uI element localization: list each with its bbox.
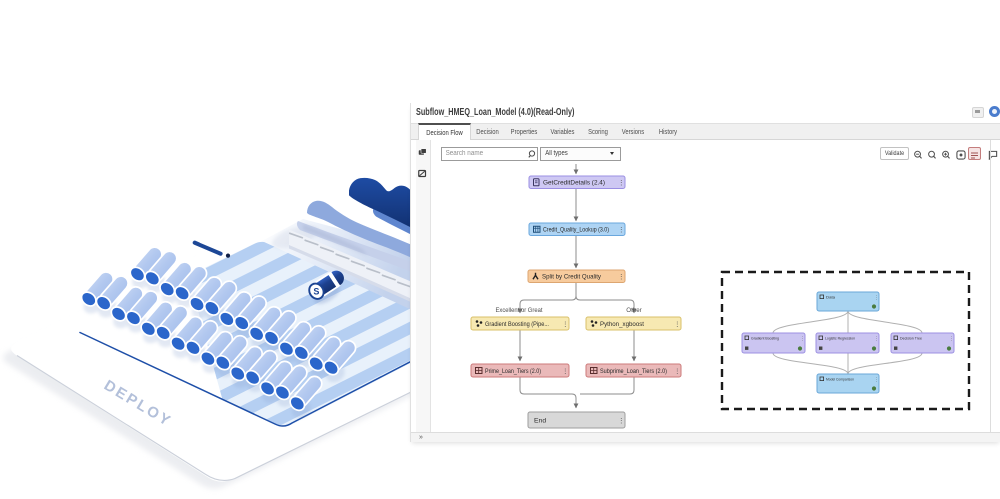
svg-text:⋮: ⋮ <box>618 227 625 234</box>
svg-text:⋮: ⋮ <box>618 418 625 425</box>
svg-text:Data: Data <box>826 295 836 300</box>
svg-text:⋮: ⋮ <box>674 368 681 375</box>
svg-text:⋮: ⋮ <box>874 377 879 383</box>
svg-text:Excellent or Great: Excellent or Great <box>496 307 543 314</box>
svg-text:Prime_Loan_Tiers (2.0): Prime_Loan_Tiers (2.0) <box>485 368 541 375</box>
svg-text:⋮: ⋮ <box>618 180 625 187</box>
svg-text:Credit_Quality_Lookup (3.0): Credit_Quality_Lookup (3.0) <box>543 227 609 234</box>
svg-text:⋮: ⋮ <box>800 336 805 342</box>
svg-text:Model Comparison: Model Comparison <box>826 377 854 382</box>
svg-text:⋮: ⋮ <box>618 274 625 281</box>
svg-text:⋮: ⋮ <box>562 368 569 375</box>
svg-text:Python_xgboost: Python_xgboost <box>600 321 644 328</box>
svg-text:Gradient Boosting (Pipe...: Gradient Boosting (Pipe... <box>485 321 549 328</box>
svg-text:Gradient Boosting: Gradient Boosting <box>751 336 779 341</box>
svg-text:End: End <box>534 418 546 425</box>
svg-text:GetCreditDetails (2.4): GetCreditDetails (2.4) <box>543 180 605 187</box>
svg-text:⋮: ⋮ <box>949 336 954 342</box>
svg-text:Other: Other <box>626 307 641 314</box>
svg-text:Subprime_Loan_Tiers (2.0): Subprime_Loan_Tiers (2.0) <box>600 368 667 375</box>
svg-text:⋮: ⋮ <box>562 321 569 328</box>
svg-text:⋮: ⋮ <box>874 295 879 301</box>
svg-text:Decision Tree: Decision Tree <box>900 336 923 341</box>
svg-text:S: S <box>313 286 319 296</box>
svg-text:Split by Credit Quality: Split by Credit Quality <box>542 274 602 281</box>
svg-text:⋮: ⋮ <box>874 336 879 342</box>
svg-text:Logistic Regression: Logistic Regression <box>825 336 855 341</box>
svg-text:⋮: ⋮ <box>674 321 681 328</box>
